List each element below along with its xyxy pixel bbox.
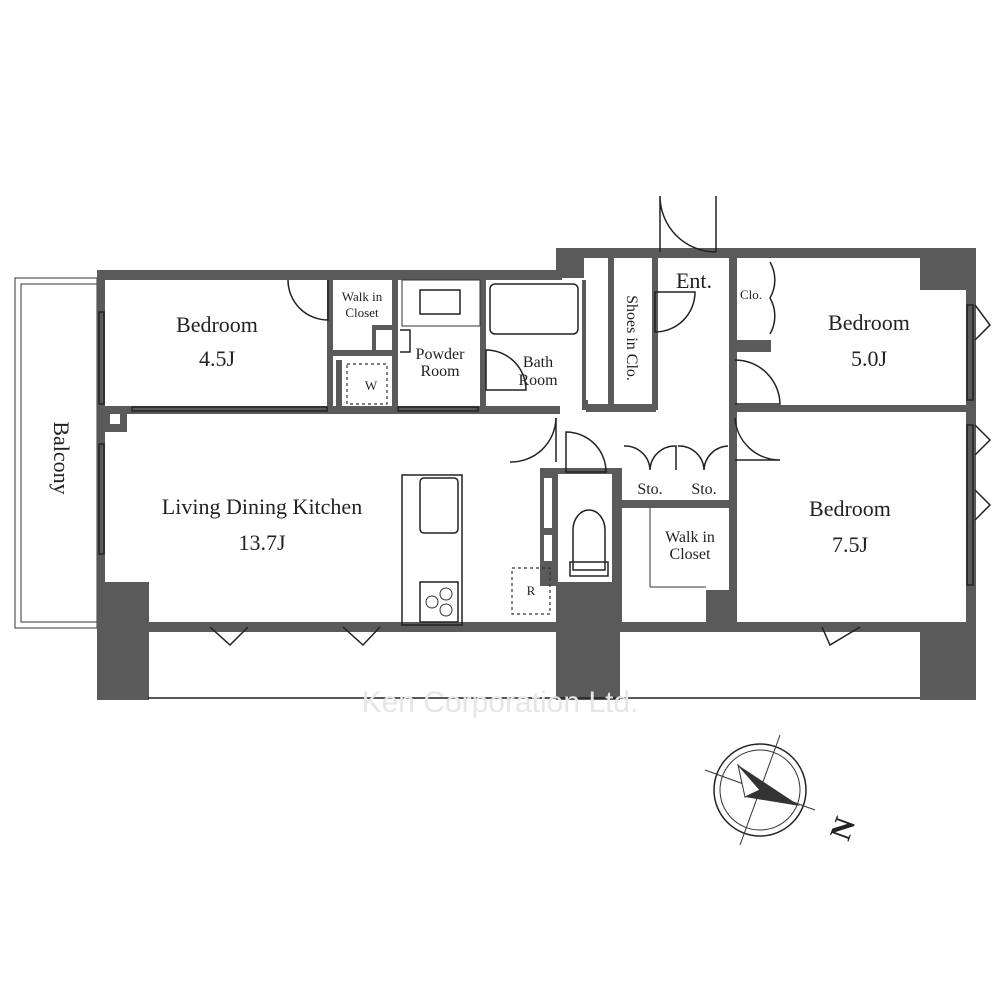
room-size: 7.5J xyxy=(832,532,869,557)
room-name: Clo. xyxy=(740,287,762,302)
room-name: Room xyxy=(518,372,558,389)
watermark: Ken Corporation Ltd. xyxy=(362,686,639,719)
room-name: Sto. xyxy=(637,481,662,498)
windows xyxy=(98,304,974,586)
room-size: 5.0J xyxy=(851,346,888,371)
room-name: Bath xyxy=(523,354,553,371)
room-name: Bedroom xyxy=(828,310,910,335)
washer-space xyxy=(346,363,388,405)
room-name: Living Dining Kitchen xyxy=(162,494,362,519)
room-name: Bedroom xyxy=(176,312,258,337)
room-size: 4.5J xyxy=(199,346,236,371)
room-name: Closet xyxy=(345,305,379,320)
washer-label: W xyxy=(365,378,378,393)
room-size: 13.7J xyxy=(238,530,286,555)
room-name: Shoes in Clo. xyxy=(623,295,640,381)
compass-icon xyxy=(704,734,816,846)
room-name: Ent. xyxy=(676,268,712,293)
sink-icon xyxy=(419,477,459,534)
kitchen-counter xyxy=(401,474,463,626)
refrigerator-space xyxy=(511,567,551,615)
room-name: Closet xyxy=(670,546,711,563)
fixtures xyxy=(346,279,706,626)
room-name: Room xyxy=(420,363,460,380)
room-name: Bedroom xyxy=(809,496,891,521)
bathtub-icon xyxy=(489,283,579,335)
balcony-label: Balcony xyxy=(49,421,74,494)
room-name: Sto. xyxy=(691,481,716,498)
room-name: Walk in xyxy=(665,529,715,546)
doors[interactable] xyxy=(209,195,992,647)
refrigerator-label: R xyxy=(527,583,536,598)
stove-icon xyxy=(419,581,459,623)
room-name: Walk in xyxy=(342,289,383,304)
north-label: N xyxy=(824,813,863,845)
walls xyxy=(97,248,976,700)
toilet-icon xyxy=(572,509,606,571)
washbasin-icon xyxy=(419,289,461,315)
room-name: Powder xyxy=(416,346,466,363)
